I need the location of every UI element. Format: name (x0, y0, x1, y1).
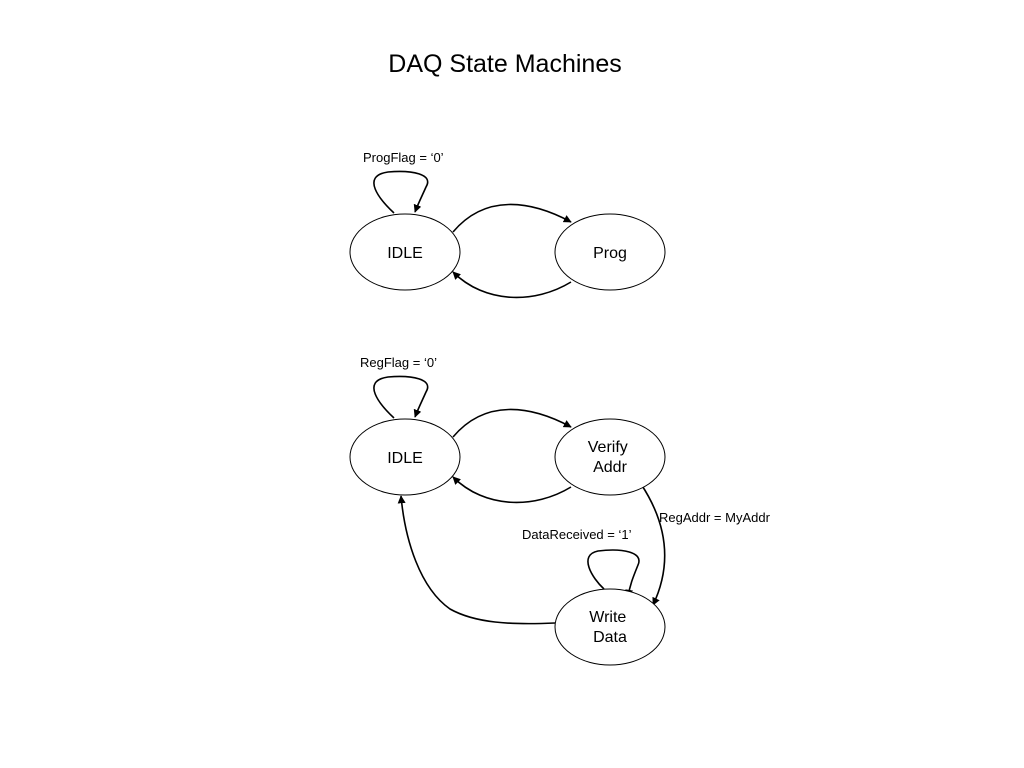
state-write-data: Write Data (554, 588, 666, 666)
state-write-data-label: Write Data (589, 609, 631, 646)
transition-verify-addr-to-write-data (640, 483, 666, 606)
state-prog-label: Prog (593, 245, 627, 262)
state-idle: IDLE (349, 213, 461, 291)
state-write-data-label-line-2: Data (593, 629, 627, 646)
state-idle-label: IDLE (387, 245, 423, 262)
state-idle-ellipse (349, 418, 461, 496)
transition-idle-self-loop (373, 170, 429, 214)
state-verify-addr-ellipse (554, 418, 666, 496)
transition-write-data-self-loop (587, 549, 640, 598)
state-prog-ellipse (554, 213, 666, 291)
transition-idle-to-verify-addr (452, 408, 572, 438)
state-verify-addr: Verify Addr (554, 418, 666, 496)
transition-write-data-to-idle (397, 495, 556, 625)
state-idle-ellipse (349, 213, 461, 291)
state-write-data-label-line-1: Write (589, 609, 626, 626)
transition-label-regaddr: RegAddr = MyAddr (659, 510, 771, 525)
state-idle-label: IDLE (387, 450, 423, 467)
state-machine-1: ProgFlag = ‘0’ IDLE Prog (349, 150, 666, 299)
transition-label-progflag: ProgFlag = ‘0’ (363, 150, 444, 165)
state-idle: IDLE (349, 418, 461, 496)
transition-verify-addr-to-idle (452, 476, 572, 504)
state-verify-addr-label-line-1: Verify (588, 439, 628, 456)
transition-label-datareceived: DataReceived = ‘1’ (522, 527, 632, 542)
state-write-data-ellipse (554, 588, 666, 666)
state-machine-2: RegFlag = ‘0’ RegAddr = MyAddr DataRecei… (349, 355, 771, 666)
transition-prog-to-idle (452, 271, 572, 299)
transition-label-regflag: RegFlag = ‘0’ (360, 355, 437, 370)
transition-idle-to-prog (452, 203, 572, 233)
state-verify-addr-label: Verify Addr (588, 439, 632, 476)
diagram-title: DAQ State Machines (388, 50, 621, 78)
state-prog: Prog (554, 213, 666, 291)
transition-idle-self-loop (373, 375, 429, 419)
state-verify-addr-label-line-2: Addr (593, 459, 627, 476)
